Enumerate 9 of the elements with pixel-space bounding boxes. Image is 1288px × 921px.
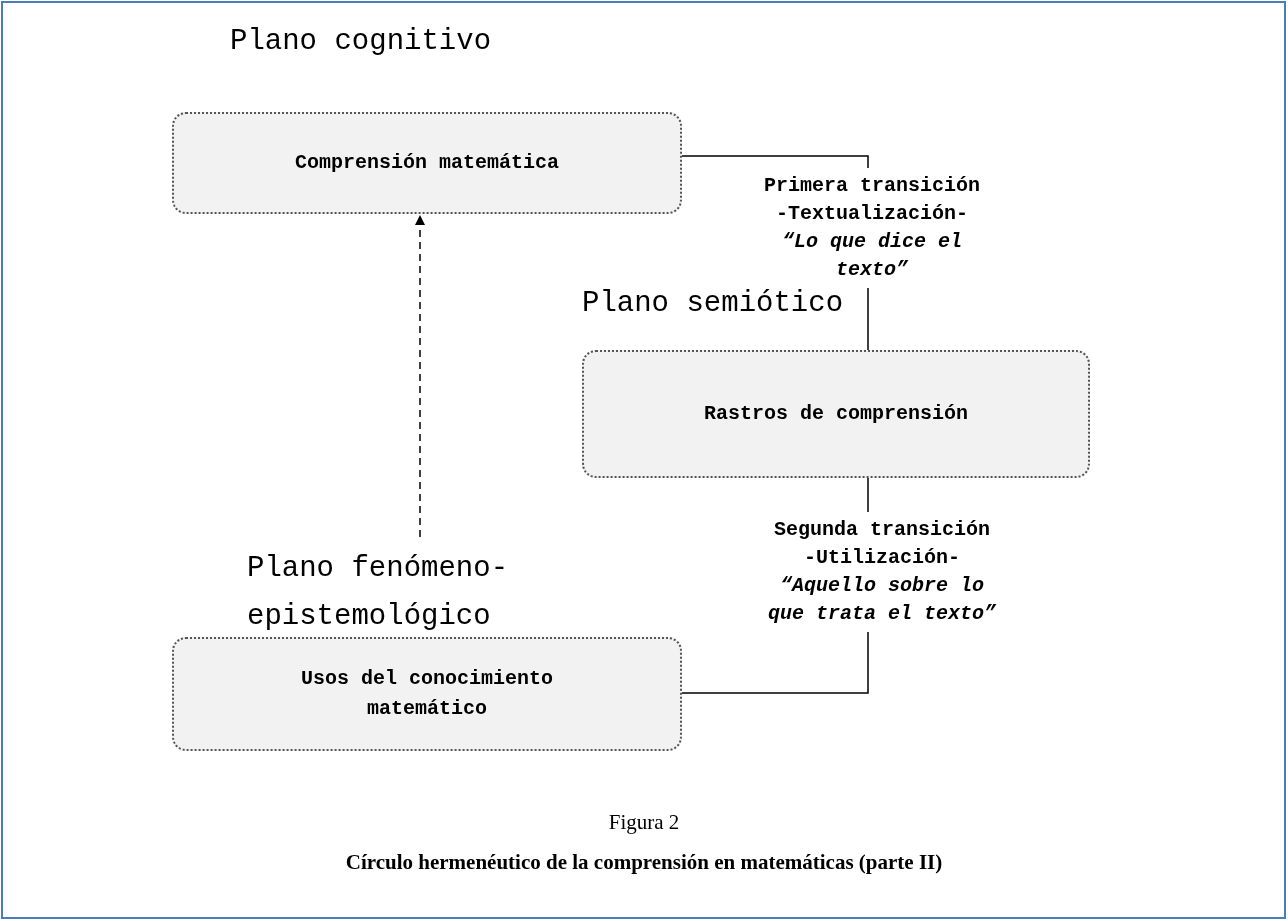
concept-text: Usos del conocimiento matemático xyxy=(299,666,554,722)
plane-heading: Plano fenómeno-epistemológico xyxy=(247,551,510,635)
dashed-arrow xyxy=(414,214,426,538)
concept-text: Comprensión matemática xyxy=(293,150,560,176)
figure-number: Figura 2 xyxy=(607,810,681,835)
figure-caption: Círculo hermenéutico de la comprensión en matemáticas (parte II) xyxy=(344,850,944,875)
plane-heading: Plano semiótico xyxy=(582,286,844,322)
plane-heading: Plano cognitivo xyxy=(230,24,492,60)
concept-text: Rastros de comprensión xyxy=(702,401,969,427)
